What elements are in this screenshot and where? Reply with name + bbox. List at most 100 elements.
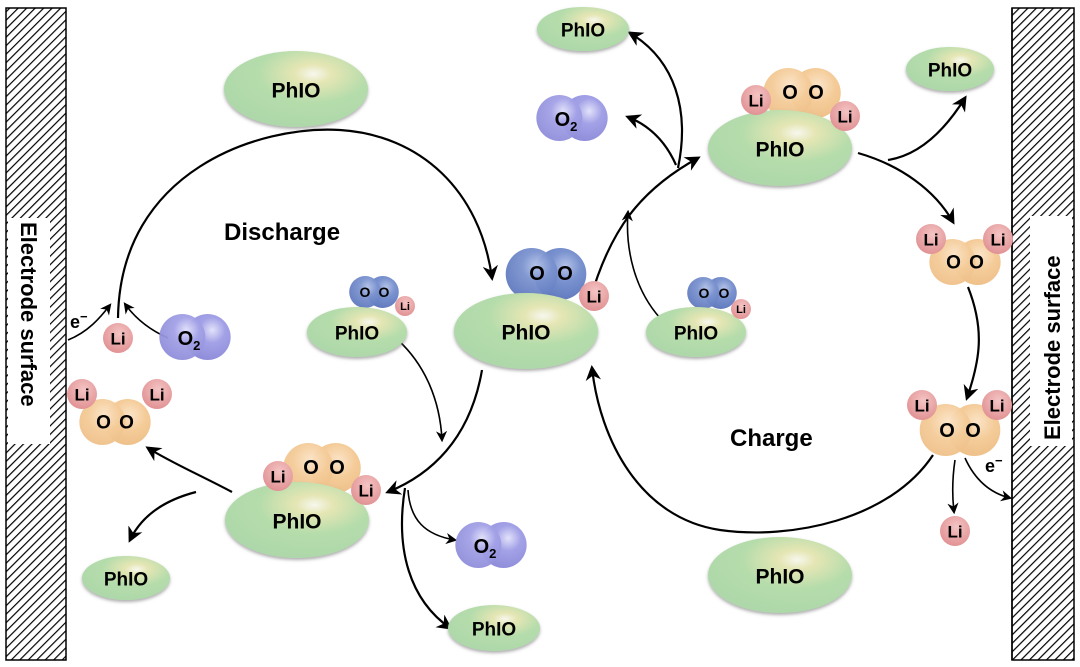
phio-ellipse — [646, 307, 746, 357]
o-sphere — [455, 522, 502, 568]
o-sphere — [505, 248, 558, 300]
li-label: Li — [74, 386, 89, 405]
phio-top-right: PhIO — [906, 47, 994, 91]
li2o2-right-lower-li1: Li — [907, 390, 937, 420]
li-sphere — [982, 390, 1012, 420]
phio-ellipse — [454, 293, 598, 369]
li-sphere — [142, 379, 172, 409]
o2-subscript: 2 — [193, 338, 200, 353]
phio-label: PhIO — [674, 324, 718, 345]
li-sphere — [940, 516, 970, 546]
discharge-label: Discharge — [224, 219, 340, 246]
li-small-left: Li — [395, 296, 415, 316]
small-complex-to-bottom-arrow — [397, 339, 448, 443]
to-phio-bottom-arrow — [400, 487, 453, 630]
charge-up-arrow — [588, 156, 701, 301]
li-sphere — [731, 299, 751, 319]
li-label: Li — [358, 482, 373, 501]
phio-ellipse — [708, 110, 852, 186]
li-label: Li — [149, 386, 164, 405]
phio-small-right: PhIO — [646, 307, 746, 357]
li2o2-left-li1: Li — [67, 379, 97, 409]
phio-label: PhIO — [272, 511, 321, 534]
li-sphere — [263, 461, 293, 491]
phio-ellipse — [708, 537, 852, 613]
phio-label: PhIO — [335, 324, 379, 345]
o-label: O — [96, 413, 111, 434]
o-sphere — [349, 276, 382, 308]
electron-to-right-electrode-arrow — [964, 457, 1013, 502]
phio-right-complex: PhIO — [708, 110, 852, 186]
phio-bottom-complex: PhIO — [225, 482, 369, 558]
o-sphere — [283, 443, 334, 493]
li-label: Li — [947, 523, 962, 542]
o-sphere — [79, 399, 126, 445]
o-sphere — [929, 239, 976, 285]
charge-arc-arrow — [585, 364, 934, 534]
li2o2-right-orange — [763, 68, 841, 118]
li-label: Li — [748, 92, 763, 111]
o-label: O — [969, 253, 984, 274]
phio-top-left: PhIO — [224, 51, 368, 127]
li-release-arrow — [947, 459, 959, 515]
left-electrode: Electrode surface — [5, 7, 67, 661]
cycle-arrows — [67, 31, 1013, 630]
o-label: O — [719, 285, 730, 301]
phio-label: PhIO — [755, 566, 804, 589]
discharge-arc-arrow — [116, 128, 498, 319]
o-label: O — [946, 253, 961, 274]
li-label: Li — [110, 330, 125, 349]
phio-ellipse — [82, 556, 170, 600]
phio-bottom-center: PhIO — [448, 605, 540, 651]
phio-label: PhIO — [561, 21, 605, 42]
li-label: Li — [736, 304, 746, 316]
electron-charge: − — [80, 309, 88, 324]
phio-ellipse — [225, 482, 369, 558]
li2o2-right-upper-li2: Li — [983, 224, 1013, 254]
li-sphere — [983, 224, 1013, 254]
li2o2-right-lower-li2: Li — [982, 390, 1012, 420]
right-electrode-label: Electrode surface — [1040, 255, 1065, 440]
li-central: Li — [579, 281, 609, 311]
o-label: O — [939, 420, 955, 442]
o-label: O — [303, 457, 319, 479]
phio-ellipse — [224, 51, 368, 127]
o2-central-blue — [505, 248, 587, 300]
li-released-right: Li — [940, 516, 970, 546]
phio-bottom-left: PhIO — [82, 556, 170, 600]
electron-right: e− — [985, 453, 1003, 476]
li-sphere — [103, 323, 133, 353]
li2o2-right-upper-li1: Li — [916, 224, 946, 254]
li-sphere — [395, 296, 415, 316]
phio-ellipse — [906, 47, 994, 91]
central-to-bottom-arrow — [385, 369, 484, 495]
o-sphere — [159, 314, 206, 360]
bottom-complex-to-li2o2-arrow — [145, 446, 233, 493]
o-label: O — [529, 263, 545, 285]
o-sphere — [763, 68, 814, 118]
li-small-right: Li — [731, 299, 751, 319]
o-label: O — [808, 82, 824, 104]
o2-small-left-blue — [349, 276, 399, 308]
o2-bottom: O2 — [455, 522, 527, 568]
o-label: O — [699, 285, 710, 301]
right-complex-to-phio-arrow — [887, 95, 967, 162]
li2o2-bottom-orange — [283, 443, 361, 493]
phio-label: PhIO — [755, 139, 804, 162]
o2-top: O2 — [536, 95, 608, 141]
li-sphere — [741, 85, 771, 115]
phio-top-center: PhIO — [537, 7, 629, 51]
electron-left: e− — [70, 309, 88, 332]
charge-label: Charge — [730, 425, 813, 452]
li-right-complex-2: Li — [830, 101, 860, 131]
o-label: O — [329, 457, 345, 479]
phio-ellipse — [537, 7, 629, 51]
li2o2-left-li2: Li — [142, 379, 172, 409]
electron-from-left-electrode-arrow — [67, 303, 112, 341]
to-o2-top-arrow — [625, 114, 678, 166]
left-electrode-label: Electrode surface — [16, 222, 41, 407]
